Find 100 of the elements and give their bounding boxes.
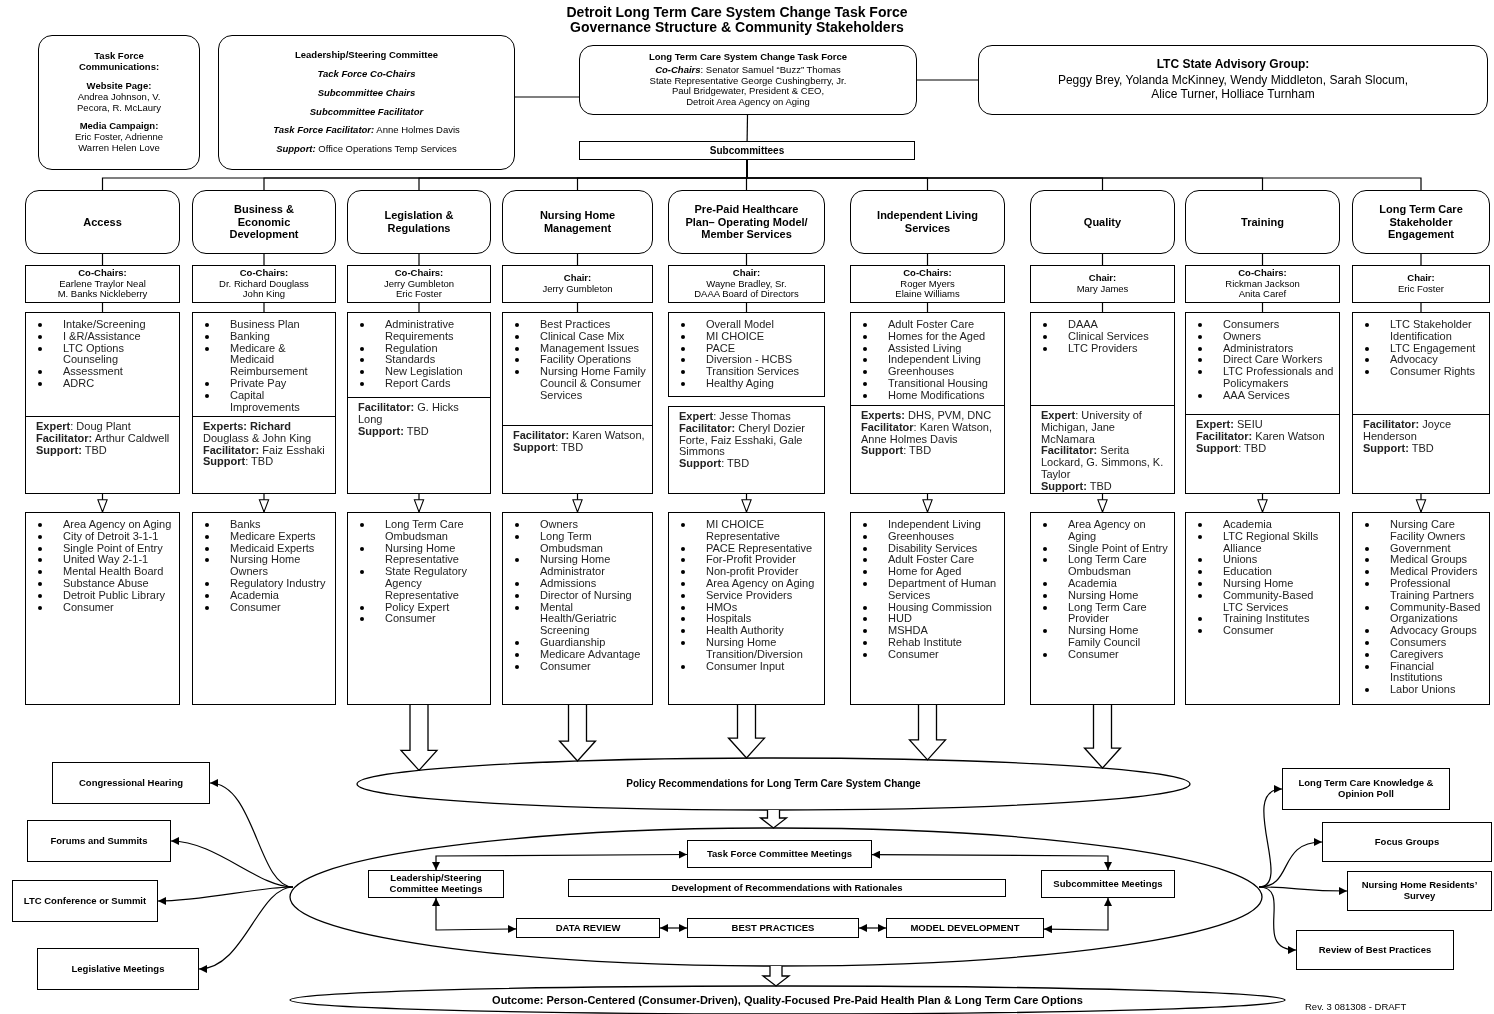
list-item: Labor Unions bbox=[1353, 684, 1486, 696]
list-item: Single Point of Entry bbox=[1031, 542, 1171, 555]
list-item: Overall Model bbox=[669, 319, 821, 331]
list-item: Consumers bbox=[1186, 319, 1336, 331]
body-text: Eric Foster bbox=[1398, 284, 1444, 295]
block-arrow bbox=[727, 704, 766, 760]
double-arrow bbox=[1043, 897, 1112, 934]
box-title: Co-Chairs: bbox=[903, 267, 952, 279]
list-item: Consumer bbox=[851, 648, 1001, 661]
body-text: Facilitator: Karen Watson, bbox=[513, 430, 646, 442]
rounded-box bbox=[1185, 190, 1340, 254]
list-item: Capital Improvements bbox=[193, 389, 332, 414]
section-heading: Subcommittee Facilitator bbox=[309, 106, 424, 118]
list-item: Administrators bbox=[1186, 342, 1336, 355]
body-text: Facilitator: Karen Watson bbox=[1196, 430, 1326, 443]
list-box bbox=[502, 512, 653, 705]
list-item: Nursing Home Transition/Diversion bbox=[669, 636, 821, 661]
box-title: Leadership/Steering Committee Meetings bbox=[388, 873, 484, 895]
box-title: Policy Recommendations for Long Term Care System Change bbox=[626, 778, 921, 790]
list-item: Director of Nursing bbox=[503, 589, 649, 602]
rounded-box bbox=[1352, 190, 1490, 254]
list-item: Health Authority bbox=[669, 625, 821, 637]
list-item: Home for Aged bbox=[851, 566, 1001, 578]
list-item: HMOs bbox=[669, 601, 821, 614]
list-item: Nursing Home Family Council bbox=[1031, 625, 1171, 649]
list-item: Area Agency on Aging bbox=[1031, 519, 1171, 543]
body-text: Paul Bridgewater, President & CEO, bbox=[671, 86, 825, 98]
list-item: Medicare & Medicaid Reimbursement bbox=[193, 342, 332, 378]
box-title: LTC Conference or Summit bbox=[23, 895, 147, 907]
list-box bbox=[668, 512, 825, 705]
body-text: Peggy Brey, Yolanda McKinney, Wendy Middleton, Sarah Slocum, Alice Turner, Holliace Turnham bbox=[1056, 74, 1410, 102]
connector-line bbox=[745, 253, 748, 266]
list-item: Greenhouses bbox=[851, 366, 1001, 378]
text-box bbox=[1282, 768, 1450, 810]
double-arrow bbox=[659, 924, 688, 932]
list-item: Nursing Home Administrator bbox=[503, 554, 649, 578]
list-item: Medical Providers bbox=[1353, 566, 1486, 578]
text-box bbox=[347, 265, 491, 303]
box-title: MODEL DEVELOPMENT bbox=[910, 922, 1020, 934]
text-box bbox=[12, 880, 158, 922]
list-box bbox=[1352, 312, 1490, 415]
section-heading: Subcommittee Chairs bbox=[317, 87, 416, 99]
list-item: Consumer bbox=[1186, 625, 1336, 637]
arrow bbox=[572, 493, 583, 513]
text-box bbox=[52, 762, 210, 804]
connector-line bbox=[418, 302, 420, 313]
list-item: Academia bbox=[1186, 519, 1336, 531]
connector-line bbox=[576, 253, 579, 266]
list-item: Consumer Input bbox=[669, 660, 821, 673]
notes-box bbox=[25, 416, 180, 494]
arrow bbox=[741, 493, 752, 513]
list-item: Clinical Services bbox=[1031, 330, 1171, 343]
list-item: Mental Health/Geriatric Screening bbox=[503, 601, 649, 637]
list-item: Nursing Home Family Council & Consumer Services bbox=[503, 366, 649, 402]
rounded-box bbox=[218, 35, 515, 170]
double-arrow bbox=[871, 850, 1112, 871]
body-text: Jerry Gumbleton bbox=[542, 284, 613, 295]
list-item: Non-profit Provider bbox=[669, 566, 821, 578]
body-text: Facilitator: Serita Lockard, G. Simmons, K. Taylor bbox=[1041, 445, 1165, 481]
box-title: Task Force Committee Meetings bbox=[707, 848, 852, 860]
block-arrow bbox=[758, 809, 789, 829]
text-box bbox=[368, 870, 504, 898]
body-text: Detroit Area Agency on Aging bbox=[686, 97, 810, 109]
list-item: Private Pay bbox=[193, 378, 332, 390]
revision-note: Rev. 3 081308 - DRAFT bbox=[1305, 1001, 1407, 1012]
list-item: Consumers bbox=[1353, 636, 1486, 649]
notes-box bbox=[1185, 414, 1340, 494]
body-text: State Representative George Cushingberry, Jr. bbox=[649, 75, 847, 87]
list-item: LTC Options Counseling bbox=[26, 342, 176, 367]
body-text: Experts: DHS, PVM, DNC bbox=[861, 410, 993, 422]
text-box bbox=[25, 265, 180, 303]
box-title: BEST PRACTICES bbox=[731, 922, 815, 934]
box-title: Long Term Care System Change Task Force bbox=[648, 51, 848, 63]
list-item: New Legislation bbox=[348, 366, 487, 378]
list-item: Regulation bbox=[348, 342, 487, 355]
connector-line bbox=[1420, 302, 1422, 313]
list-item: Financial Institutions bbox=[1353, 660, 1486, 685]
body-text: Support: TBD bbox=[203, 456, 275, 469]
rounded-box bbox=[978, 45, 1488, 115]
notes-box bbox=[668, 406, 825, 494]
list-item: Consumer bbox=[193, 601, 332, 614]
list-item: Intake/Screening bbox=[26, 319, 176, 331]
rounded-box bbox=[579, 45, 917, 115]
box-title: Business & Economic Development bbox=[228, 203, 300, 241]
body-text: Task Force Facilitator: Anne Holmes Davis bbox=[273, 125, 460, 137]
list-box bbox=[1185, 312, 1340, 415]
arrow bbox=[258, 493, 270, 513]
list-item: Assisted Living bbox=[851, 342, 1001, 355]
body-text: Support: TBD bbox=[1196, 442, 1268, 455]
list-item: Adult Foster Care bbox=[851, 319, 1001, 331]
text-box bbox=[579, 141, 915, 160]
double-arrow bbox=[858, 924, 887, 932]
body-text: Support: TBD bbox=[36, 444, 108, 457]
list-item: Consumer bbox=[26, 601, 176, 614]
body-text: Facilitator: Karen Watson, Anne Holmes Davis bbox=[861, 421, 994, 446]
list-item: Independent Living bbox=[851, 354, 1001, 367]
text-box bbox=[1296, 930, 1454, 970]
list-item: Long Term Care Provider bbox=[1031, 601, 1171, 626]
notes-box bbox=[850, 405, 1005, 494]
list-item: Owners bbox=[503, 519, 649, 531]
